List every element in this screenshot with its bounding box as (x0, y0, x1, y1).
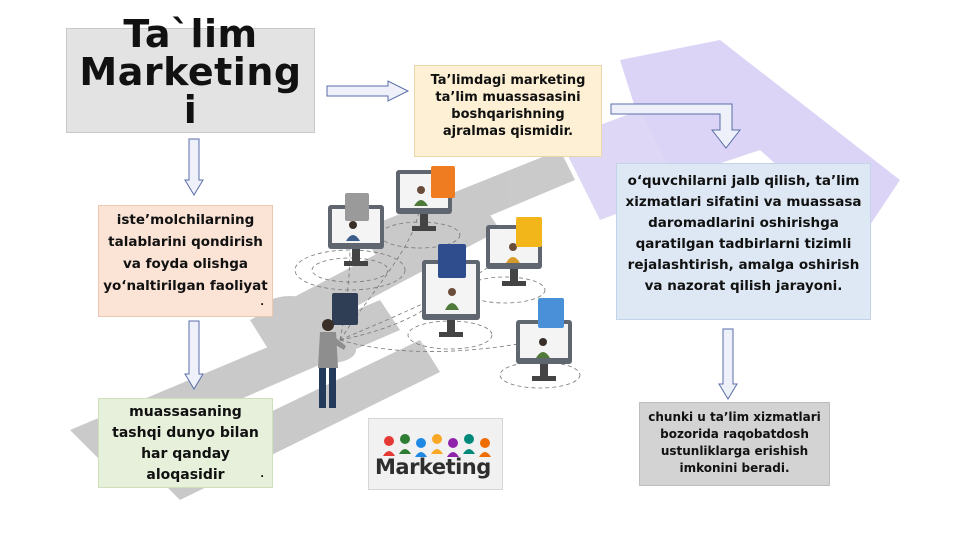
marketing-logo-image: Marketing (368, 418, 503, 490)
definition-text: Ta’limdagi marketing ta’lim muassasasini… (430, 73, 586, 139)
arrow-process-to-advantage (718, 328, 738, 400)
title-line-2: Marketing (79, 50, 302, 94)
needs-dot: . (260, 297, 264, 308)
title-box: Ta`lim Marketing i (66, 15, 315, 133)
definition-box: Ta’limdagi marketing ta’lim muassasasini… (414, 65, 602, 157)
needs-box: iste’molchilarning talablarini qondirish… (98, 205, 273, 317)
advantage-box: chunki u ta’lim xizmatlari bozorida raqo… (639, 402, 830, 486)
process-text: o‘quvchilarni jalb qilish, ta’lim xizmat… (625, 173, 862, 294)
arrow-definition-to-process (610, 103, 742, 149)
arrow-title-to-definition (326, 80, 410, 102)
title-line-1: Ta`lim (123, 12, 258, 56)
process-box: o‘quvchilarni jalb qilish, ta’lim xizmat… (616, 163, 871, 320)
arrow-title-to-needs (184, 138, 204, 196)
relations-dot: . (260, 469, 264, 480)
needs-text: iste’molchilarning talablarini qondirish… (103, 212, 268, 294)
network-illustration (294, 166, 581, 408)
people-icons (383, 434, 491, 457)
logo-text: Marketing (375, 455, 491, 479)
person-figure (318, 319, 346, 408)
monitor-group (328, 166, 572, 381)
relations-text: muassasaning tashqi dunyo bilan har qand… (112, 404, 259, 483)
title-line-3: i (183, 88, 198, 132)
relations-box: muassasaning tashqi dunyo bilan har qand… (98, 398, 273, 488)
arrow-needs-to-relations (184, 320, 204, 390)
advantage-text: chunki u ta’lim xizmatlari bozorida raqo… (648, 410, 821, 475)
